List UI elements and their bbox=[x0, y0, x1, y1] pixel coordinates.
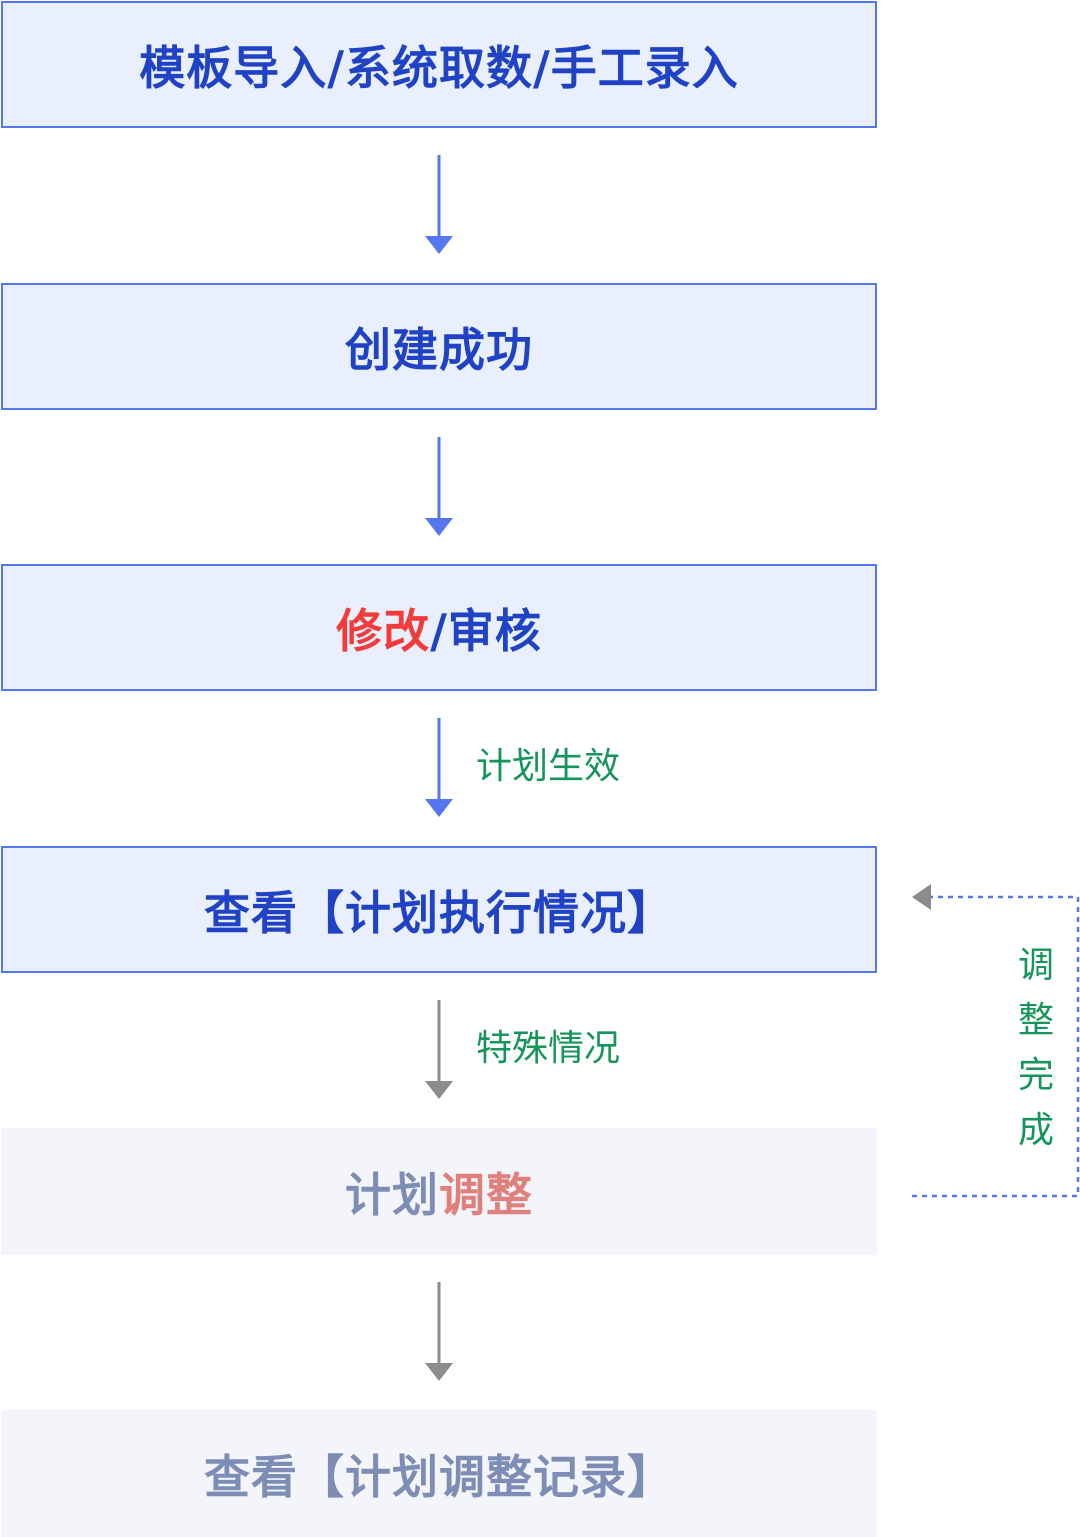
arrow-3 bbox=[425, 718, 453, 817]
arrow-4 bbox=[425, 1000, 453, 1099]
step-review-label: /审核 bbox=[430, 603, 542, 658]
step-plan-adjust-highlight: 调整 bbox=[439, 1167, 533, 1222]
step-created-label: 创建成功 bbox=[345, 322, 533, 377]
arrow-5 bbox=[425, 1282, 453, 1381]
step-plan-adjust-label: 计划 bbox=[345, 1167, 439, 1222]
step-template-import-label: 模板导入/系统取数/手工录入 bbox=[139, 40, 739, 95]
step-plan-adjust: 计划调整 bbox=[1, 1128, 877, 1255]
arrow-1 bbox=[425, 155, 453, 254]
step-modify-highlight: 修改 bbox=[336, 603, 431, 658]
transition-special-case: 特殊情况 bbox=[476, 1028, 621, 1069]
transition-adjust-done: 调整完成 bbox=[1017, 945, 1054, 1151]
step-view-execution: 查看【计划执行情况】 bbox=[1, 846, 877, 973]
step-view-adjust-record-label: 查看【计划调整记录】 bbox=[204, 1449, 674, 1504]
arrow-2 bbox=[425, 437, 453, 536]
step-template-import: 模板导入/系统取数/手工录入 bbox=[1, 1, 877, 128]
step-view-execution-label: 查看【计划执行情况】 bbox=[204, 885, 674, 940]
feedback-loop-arrow bbox=[912, 884, 1080, 1198]
step-modify-review: 修改/审核 bbox=[1, 564, 877, 691]
step-view-adjust-record: 查看【计划调整记录】 bbox=[1, 1410, 877, 1537]
transition-plan-effective: 计划生效 bbox=[476, 746, 621, 787]
step-created: 创建成功 bbox=[1, 283, 877, 410]
